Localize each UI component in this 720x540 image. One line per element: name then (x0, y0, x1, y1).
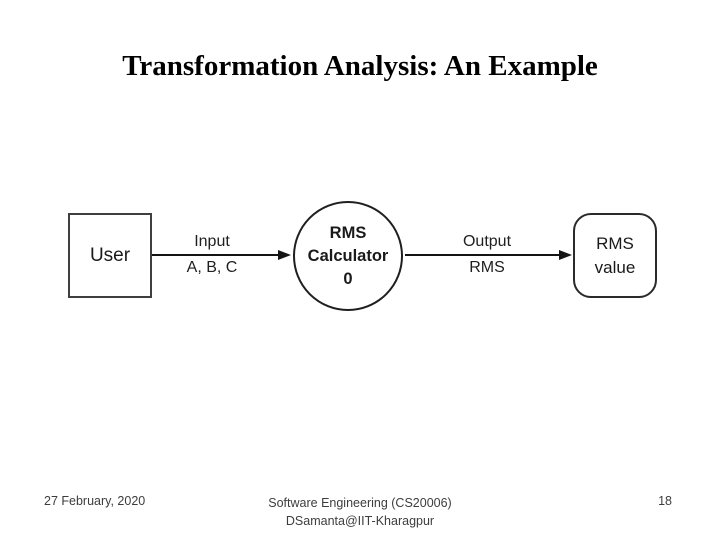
footer-course-line2: DSamanta@IIT-Kharagpur (285, 514, 435, 528)
edge-label-output-data: RMS (469, 259, 505, 276)
dfd-node-rms-value: RMS value (573, 213, 657, 298)
dfd-node-rms-calculator-line1: RMS (329, 223, 367, 242)
dfd-node-user: User (68, 213, 152, 298)
dfd-node-rms-calculator-line2: Calculator (307, 246, 389, 265)
dfd-node-rms-calculator-line3: 0 (343, 269, 353, 288)
footer-course-line1: Software Engineering (CS20006) (268, 496, 452, 510)
dfd-node-rms-calculator: RMS Calculator 0 (293, 201, 403, 311)
dfd-node-user-label: User (89, 244, 131, 266)
footer-course-info: Software Engineering (CS20006) DSamanta@… (0, 494, 720, 530)
data-flow-arrow-output (405, 254, 559, 256)
slide-title: Transformation Analysis: An Example (122, 50, 598, 82)
edge-label-input: Input (194, 233, 230, 250)
dfd-node-rms-value-line2: value (594, 257, 636, 277)
arrowhead-icon (278, 250, 291, 260)
footer-date: 27 February, 2020 (44, 494, 146, 508)
arrowhead-icon (559, 250, 572, 260)
dfd-node-rms-value-line1: RMS (596, 233, 634, 253)
edge-label-output: Output (462, 233, 512, 250)
data-flow-arrow-input (152, 254, 278, 256)
edge-label-input-data: A, B, C (186, 259, 238, 276)
footer-page-number: 18 (658, 494, 672, 508)
